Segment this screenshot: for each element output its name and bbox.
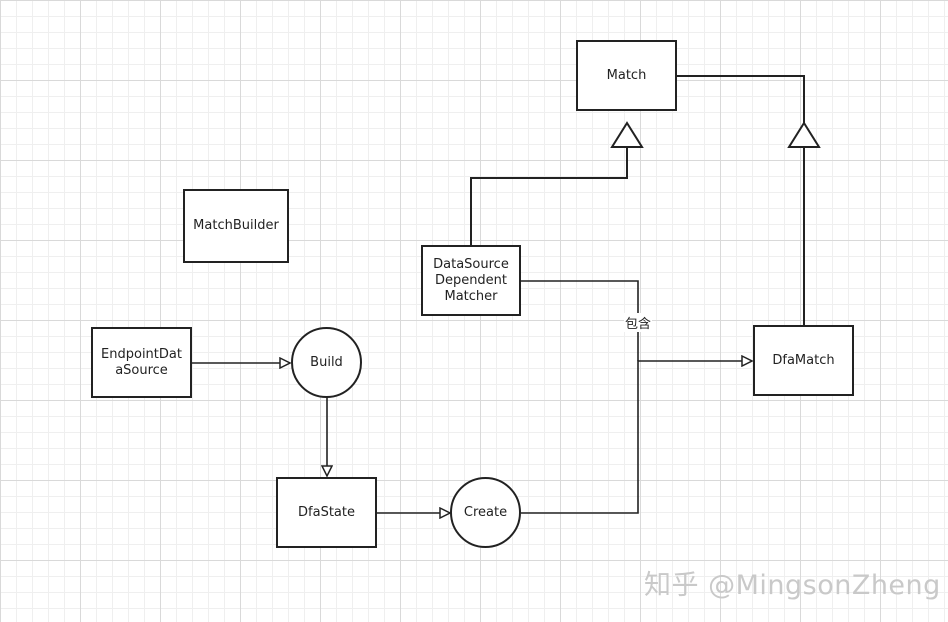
datasource-dependent-matcher-node[interactable]: DataSource Dependent Matcher bbox=[421, 245, 521, 316]
dfa-state-label: DfaState bbox=[298, 504, 355, 520]
inherit-edge-dfamatch-match bbox=[677, 75, 805, 326]
dfa-state-node[interactable]: DfaState bbox=[276, 477, 377, 548]
build-node[interactable]: Build bbox=[291, 327, 362, 398]
endpoint-data-source-label: EndpointDat aSource bbox=[101, 346, 182, 378]
endpoint-data-source-node[interactable]: EndpointDat aSource bbox=[91, 327, 192, 398]
dfa-match-label: DfaMatch bbox=[772, 352, 835, 368]
match-node[interactable]: Match bbox=[576, 40, 677, 111]
edge-contains bbox=[521, 280, 639, 361]
watermark: 知乎 @MingsonZheng bbox=[644, 570, 941, 601]
match-builder-node[interactable]: MatchBuilder bbox=[183, 189, 289, 263]
inherit-edge-datasource-match bbox=[470, 147, 628, 246]
inherit-triangle-dfamatch-match bbox=[787, 121, 821, 148]
match-builder-label: MatchBuilder bbox=[193, 218, 279, 233]
edge-create-dfamatch bbox=[521, 361, 752, 514]
contains-edge-label: 包含 bbox=[624, 313, 653, 332]
datasource-dependent-matcher-label: DataSource Dependent Matcher bbox=[433, 256, 509, 304]
inherit-triangle-datasource-match bbox=[610, 121, 644, 148]
create-node[interactable]: Create bbox=[450, 477, 521, 548]
build-label: Build bbox=[310, 354, 343, 370]
create-label: Create bbox=[463, 504, 508, 520]
match-label: Match bbox=[606, 67, 647, 83]
dfa-match-node[interactable]: DfaMatch bbox=[753, 325, 854, 396]
